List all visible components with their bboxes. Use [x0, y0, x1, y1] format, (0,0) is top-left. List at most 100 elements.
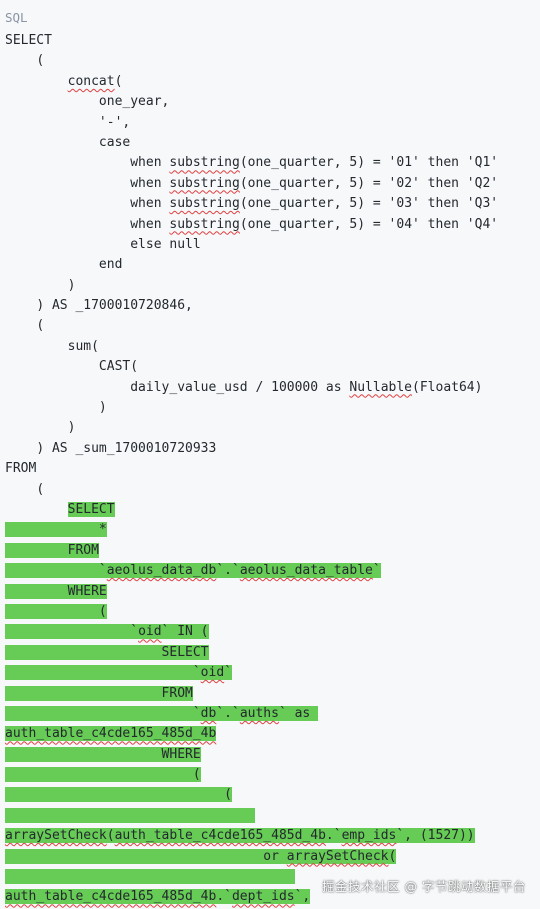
code-line-indent — [5, 298, 36, 313]
code-line — [5, 867, 498, 887]
spellcheck-word: oid — [138, 624, 162, 640]
code-line-text: ( — [36, 481, 45, 497]
code-line-text: one_year, — [98, 94, 170, 110]
code-line: WHERE — [5, 582, 498, 602]
code-line: `db`.`auths` as — [5, 704, 498, 724]
code-line-text: when substring(one_quarter, 5) = '03' th… — [130, 196, 499, 212]
sql-code[interactable]: SELECT ( concat( one_year, '-', case whe… — [5, 31, 498, 908]
code-line-text: ) — [67, 420, 76, 436]
code-line: FROM — [5, 459, 498, 479]
code-line-indent — [5, 420, 68, 435]
spellcheck-word: auth_table_c4cde165_485d_4b — [5, 726, 217, 742]
code-line-indent — [5, 278, 68, 293]
code-line: ) — [5, 418, 498, 438]
code-line: ( — [5, 316, 498, 336]
code-line-indent — [5, 746, 162, 762]
code-line: or arraySetCheck( — [5, 847, 498, 867]
code-line: '-', — [5, 113, 498, 133]
code-line: auth_table_c4cde165_485d_4b — [5, 724, 498, 744]
code-language-label: SQL — [5, 10, 28, 25]
code-line — [5, 806, 498, 826]
code-line: when substring(one_quarter, 5) = '01' th… — [5, 153, 498, 173]
code-line-indent — [5, 522, 99, 538]
code-line-indent — [5, 787, 225, 803]
spellcheck-word: aeolus_data_db — [106, 563, 217, 579]
code-line-text: WHERE — [67, 583, 107, 599]
code-line-text: daily_value_usd / 100000 as Nullable(Flo… — [130, 379, 483, 395]
code-line: ( — [5, 765, 498, 785]
code-line: ) — [5, 276, 498, 296]
code-line: SELECT — [5, 31, 498, 51]
code-line-text: FROM — [67, 542, 99, 558]
code-line-text: ) AS _1700010720846, — [36, 298, 193, 314]
code-line-text: `db`.`auths` as — [192, 705, 319, 721]
code-line-indent — [5, 359, 99, 374]
code-line-indent — [5, 115, 99, 130]
code-line: when substring(one_quarter, 5) = '04' th… — [5, 215, 498, 235]
code-line-text: FROM — [161, 685, 193, 701]
spellcheck-word: arraySetCheck — [286, 848, 389, 864]
spellcheck-word: emp_ids — [341, 828, 397, 844]
code-line: ( — [5, 51, 498, 71]
spellcheck-word: Nullable — [349, 379, 413, 395]
code-line-text: auth_table_c4cde165_485d_4b — [5, 726, 217, 742]
code-line: `oid` — [5, 663, 498, 683]
spellcheck-word: oid — [200, 665, 225, 681]
code-line: case — [5, 133, 498, 153]
code-line-indent — [5, 807, 256, 823]
code-line-text: ) — [67, 277, 76, 293]
code-line-indent — [5, 665, 193, 681]
code-line-text: auth_table_c4cde165_485d_4b.`dept_ids`, — [5, 889, 311, 905]
code-line-indent — [5, 542, 68, 558]
spellcheck-word: aeolus_data_table — [239, 563, 373, 579]
code-line-indent — [5, 603, 99, 619]
code-line-indent — [5, 848, 264, 864]
code-line-indent — [5, 502, 68, 517]
code-line-indent — [5, 869, 295, 885]
code-line-text: `aeolus_data_db`.`aeolus_data_table` — [98, 563, 381, 579]
code-line: `aeolus_data_db`.`aeolus_data_table` — [5, 561, 498, 581]
code-line-text: when substring(one_quarter, 5) = '02' th… — [130, 175, 499, 191]
spellcheck-word: substring — [169, 196, 240, 212]
code-line-indent — [5, 196, 130, 211]
spellcheck-word: substring — [169, 216, 240, 232]
code-line: * — [5, 520, 498, 540]
code-line-indent — [5, 705, 193, 721]
code-line-text: CAST( — [98, 359, 139, 375]
code-line: when substring(one_quarter, 5) = '02' th… — [5, 174, 498, 194]
code-line: FROM — [5, 684, 498, 704]
code-line-text: FROM — [5, 461, 37, 477]
code-line: one_year, — [5, 92, 498, 112]
code-line-indent — [5, 685, 162, 701]
spellcheck-word: auth_table_c4cde165_485d_4b — [5, 889, 217, 905]
code-line-text: ( — [192, 767, 201, 783]
code-line-indent — [5, 563, 99, 579]
code-line: ( — [5, 602, 498, 622]
code-line: CAST( — [5, 357, 498, 377]
code-line: SELECT — [5, 500, 498, 520]
code-line-text: ( — [36, 318, 45, 334]
spellcheck-word: auth_table_c4cde165_485d_4b — [114, 828, 326, 844]
code-line-text: SELECT — [67, 501, 115, 517]
code-line-indent — [5, 155, 130, 170]
spellcheck-word: auths — [239, 705, 279, 721]
code-line-indent — [5, 441, 36, 456]
code-line-text: or arraySetCheck( — [263, 848, 397, 864]
code-line-text: ) AS _sum_1700010720933 — [36, 440, 217, 456]
code-line-text: SELECT — [161, 644, 209, 660]
code-line-text: WHERE — [161, 746, 201, 762]
spellcheck-word: substring — [169, 175, 240, 191]
code-line-text: sum( — [67, 338, 99, 354]
code-line: ) — [5, 398, 498, 418]
code-line-indent — [5, 624, 131, 640]
code-line-indent — [5, 257, 99, 272]
code-line: ( — [5, 480, 498, 500]
code-line: ) AS _sum_1700010720933 — [5, 439, 498, 459]
code-line-indent — [5, 380, 130, 395]
code-line-text: '-', — [98, 114, 131, 130]
spellcheck-word: db — [200, 705, 217, 721]
code-line-indent — [5, 74, 68, 89]
code-line-indent — [5, 339, 68, 354]
code-line: arraySetCheck(auth_table_c4cde165_485d_4… — [5, 826, 498, 846]
